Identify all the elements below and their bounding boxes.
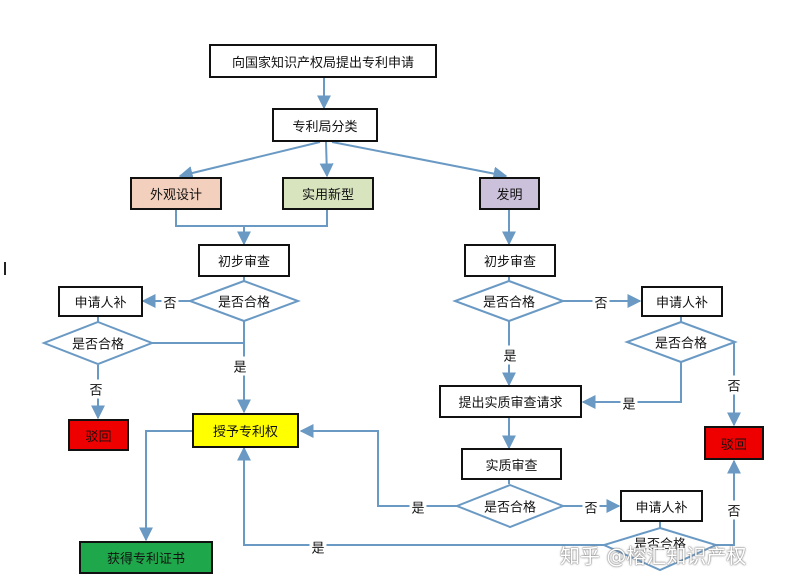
decision-qualified-right-label: 是否合格: [482, 295, 536, 311]
decision-qualified-right: [452, 279, 566, 323]
node-invention: 发明: [479, 177, 540, 210]
node-apply: 向国家知识产权局提出专利申请: [209, 44, 437, 78]
arrow-classify-to-design: [178, 141, 321, 180]
node-supplement-sub: 申请人补: [620, 490, 703, 522]
stray-line-mark: [4, 262, 6, 275]
edge-label-no-left2: 否: [87, 379, 105, 399]
node-prelim-left: 初步审查: [198, 244, 290, 277]
edge-label-no-sub: 否: [582, 497, 600, 517]
arrow-classify-to-invention: [331, 141, 508, 181]
connector-design-merge: [175, 210, 244, 227]
arrow-sub-yes-to-grant: [299, 424, 457, 507]
node-design: 外观设计: [130, 177, 222, 210]
arrow-grant-to-certificate: [139, 430, 193, 542]
decision-qualified-sub-label: 是否合格: [483, 500, 537, 516]
node-substantive: 实质审查: [461, 448, 562, 480]
decision-qualified-sub: [454, 483, 566, 529]
arrow-bottom-no-to-reject: [716, 459, 741, 546]
arrow-classify-to-utility: [319, 141, 334, 178]
node-classify: 专利局分类: [272, 108, 378, 142]
node-reject-left: 驳回: [68, 419, 129, 451]
decision-requalified-left: [41, 320, 155, 366]
node-prelim-right: 初步审查: [464, 244, 556, 277]
node-supplement-left: 申请人补: [58, 286, 143, 317]
decision-requalified-left-label: 是否合格: [71, 337, 125, 353]
edge-label-no-right: 否: [592, 292, 610, 312]
edge-label-yes-left: 是: [231, 356, 249, 376]
decision-requalified-sub-label: 是否合格: [633, 537, 687, 553]
edge-label-yes-sub: 是: [409, 497, 427, 517]
arrow-bottom-yes-to-grant: [237, 446, 604, 546]
arrow-requal-yes-to-request: [581, 361, 682, 409]
edge-label-yes-bottom: 是: [309, 537, 327, 557]
decision-requalified-sub: [601, 526, 719, 572]
decision-requalified-right: [624, 320, 738, 364]
decision-qualified-left-label: 是否合格: [217, 295, 271, 311]
node-certificate: 获得专利证书: [79, 541, 213, 574]
edge-label-yes-right2: 是: [620, 393, 638, 413]
edge-label-yes-right: 是: [501, 345, 519, 365]
edge-label-no-left: 否: [161, 292, 179, 312]
decision-qualified-left: [187, 279, 301, 323]
node-request-exam: 提出实质审查请求: [439, 385, 582, 418]
node-grant: 授予专利权: [192, 413, 299, 448]
edge-label-no-right2: 否: [725, 375, 743, 395]
watermark: 知乎 @榕汇知识产权: [560, 544, 747, 568]
decision-requalified-right-label: 是否合格: [654, 336, 708, 352]
node-utility: 实用新型: [282, 177, 374, 210]
node-reject-right: 驳回: [704, 426, 764, 460]
node-supplement-right: 申请人补: [641, 286, 723, 317]
edge-label-no-bottom: 否: [725, 500, 743, 520]
connector-utility-merge: [244, 210, 328, 227]
